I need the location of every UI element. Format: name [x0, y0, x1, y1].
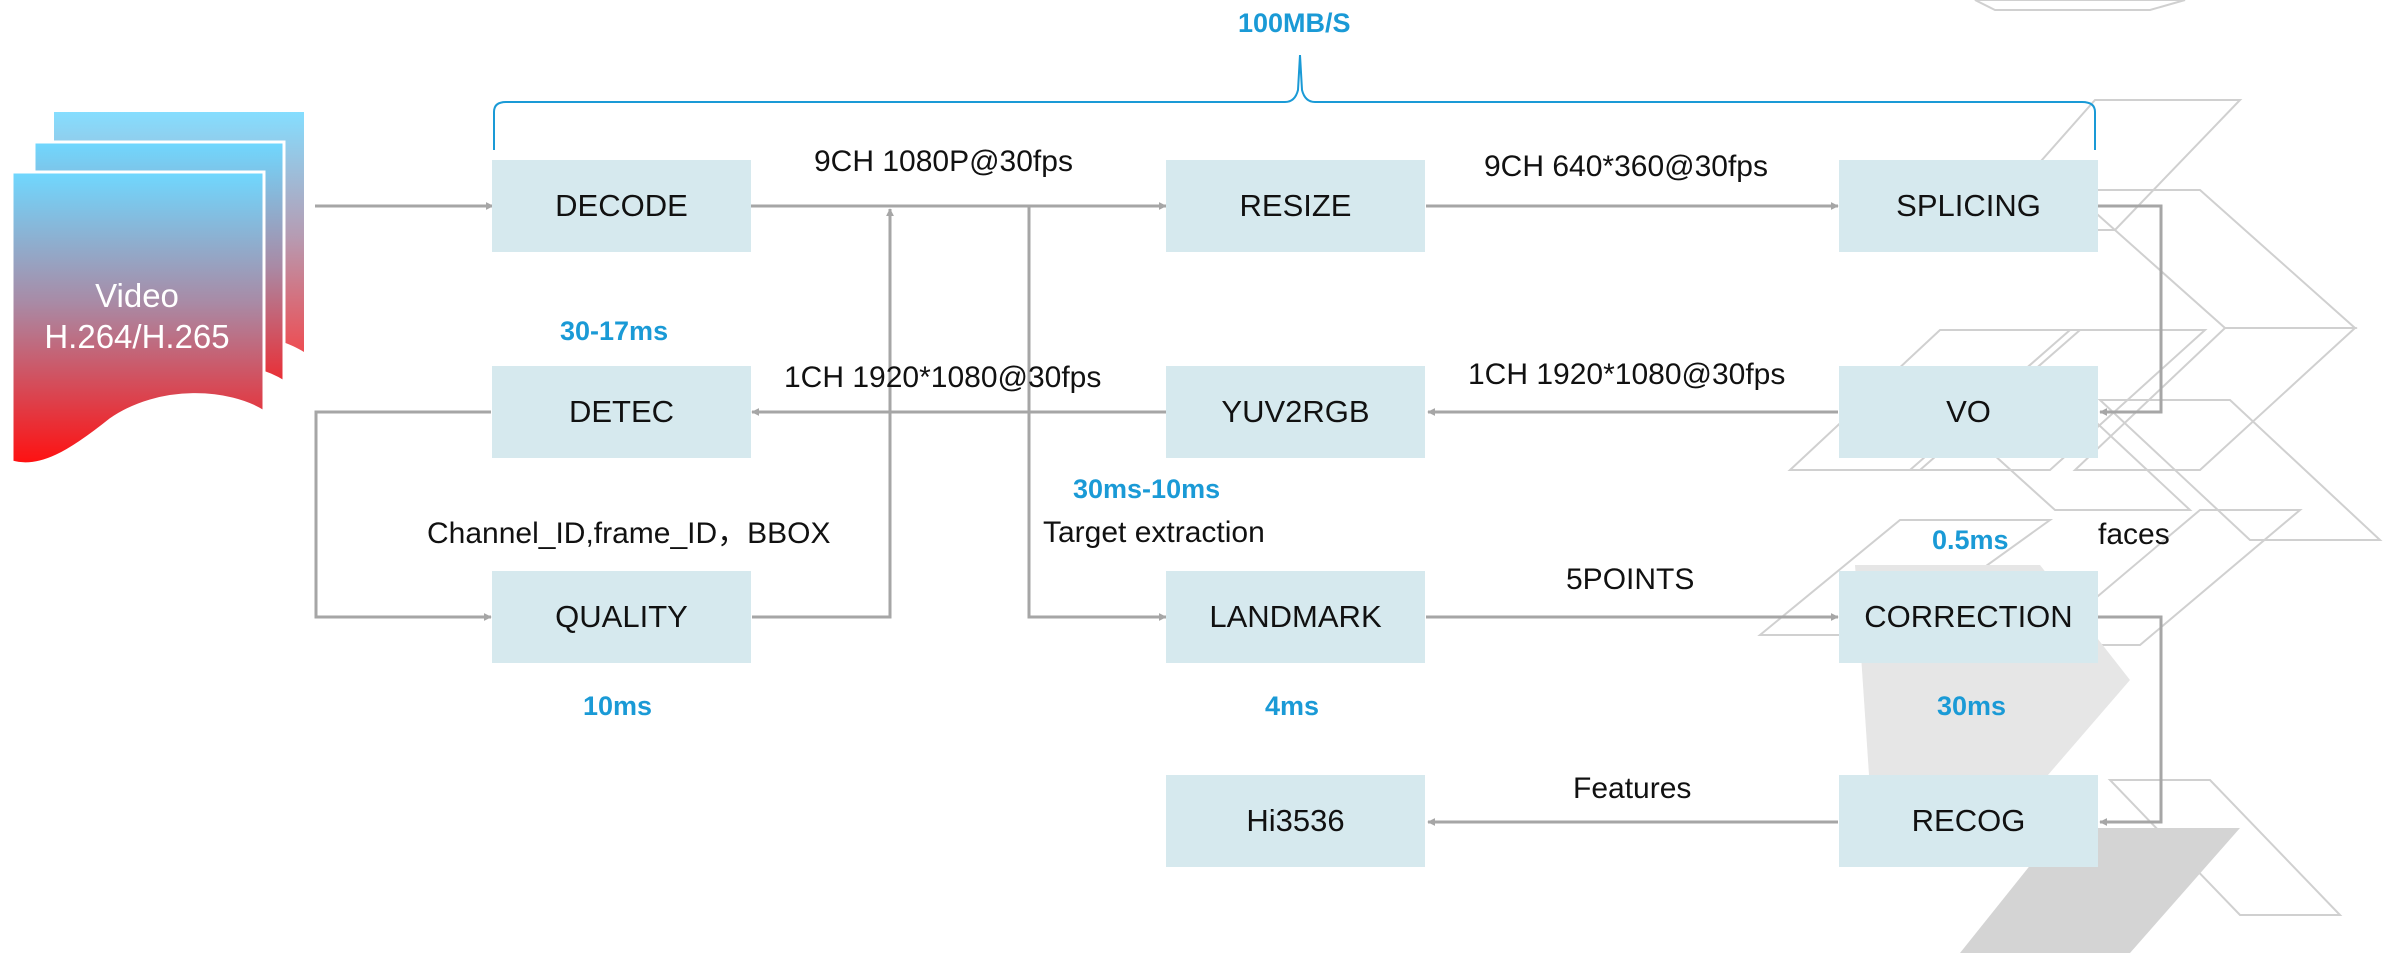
- bandwidth-label: 100MB/S: [1238, 8, 1351, 38]
- video-label: Video: [95, 277, 179, 314]
- bandwidth-brace: [493, 54, 2096, 150]
- node-splicing: SPLICING: [1839, 160, 2098, 252]
- label-resize-output: 9CH 640*360@30fps: [1484, 150, 1768, 183]
- node-quality: QUALITY: [492, 571, 751, 663]
- label-faces: faces: [2098, 518, 2170, 551]
- arrow-quality-decode-path: [752, 209, 892, 619]
- timing-correction-bottom: 30ms: [1937, 691, 2007, 721]
- label-decode-output: 9CH 1080P@30fps: [814, 145, 1073, 178]
- label-target-extraction: Target extraction: [1043, 516, 1265, 549]
- node-correction: CORRECTION: [1839, 571, 2098, 663]
- video-source-label: Video H.264/H.265: [12, 275, 262, 357]
- node-yuv2rgb: YUV2RGB: [1166, 366, 1425, 458]
- timing-detec: 30-17ms: [560, 316, 669, 346]
- timing-correction-top: 0.5ms: [1932, 525, 2009, 555]
- arrow-decode-landmark: [1027, 206, 1167, 621]
- arrow-detec-quality: [314, 410, 492, 621]
- timing-landmark: 4ms: [1265, 691, 1320, 721]
- node-decode: DECODE: [492, 160, 751, 252]
- label-vo-to-yuv: 1CH 1920*1080@30fps: [1468, 358, 1786, 391]
- connectors: [314, 202, 2163, 826]
- node-hi3536: Hi3536: [1166, 775, 1425, 867]
- arrow-splicing-vo: [2098, 204, 2163, 416]
- timing-quality: 10ms: [583, 691, 653, 721]
- arrow-correction-recog: [2098, 615, 2163, 826]
- label-yuv-to-detec: 1CH 1920*1080@30fps: [784, 361, 1102, 394]
- background-shape-bottom: [1960, 828, 2240, 953]
- node-landmark: LANDMARK: [1166, 571, 1425, 663]
- codec-label: H.264/H.265: [44, 318, 230, 355]
- label-features: Features: [1573, 772, 1692, 805]
- label-detec-output: Channel_ID,frame_ID，BBOX: [427, 517, 831, 550]
- node-recog: RECOG: [1839, 775, 2098, 867]
- node-detec: DETEC: [492, 366, 751, 458]
- label-5points: 5POINTS: [1566, 563, 1695, 596]
- node-resize: RESIZE: [1166, 160, 1425, 252]
- timing-yuv2rgb: 30ms-10ms: [1073, 474, 1221, 504]
- video-doc-stack: [10, 112, 304, 466]
- node-vo: VO: [1839, 366, 2098, 458]
